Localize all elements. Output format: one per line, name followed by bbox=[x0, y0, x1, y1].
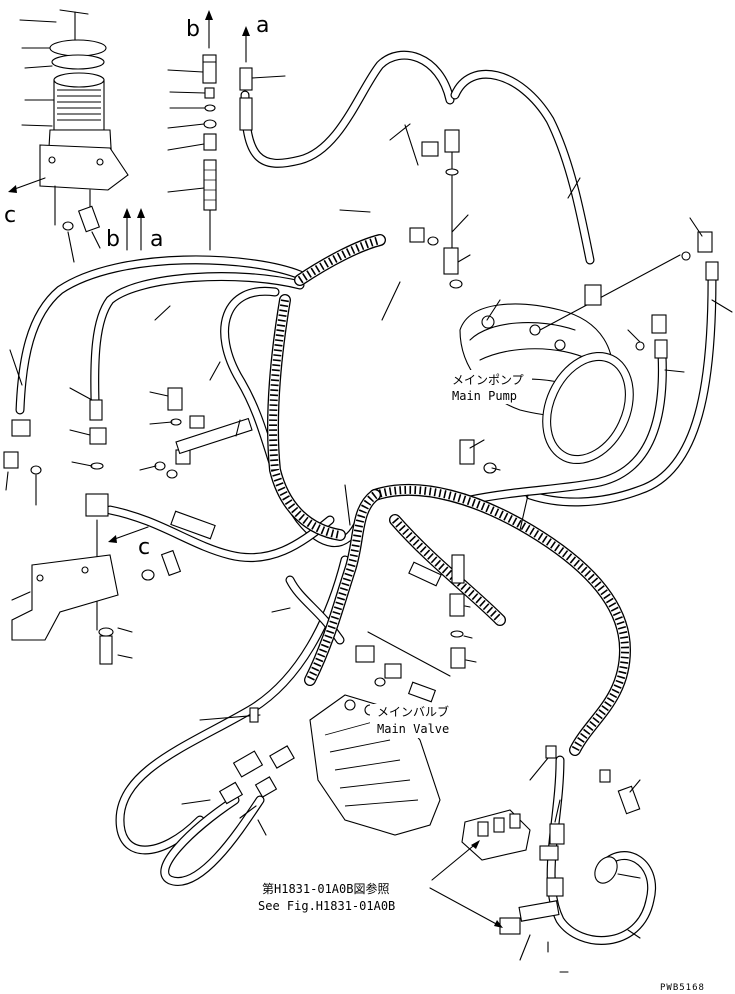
callout-c-middle: c bbox=[138, 535, 150, 560]
callout-b-top: b bbox=[186, 17, 200, 42]
see-fig-label-en: See Fig.H1831-01A0B bbox=[258, 899, 395, 913]
callout-a-filter: a bbox=[150, 227, 163, 252]
left-fittings bbox=[3, 349, 182, 665]
drawing-code: PWB5168 bbox=[660, 983, 705, 993]
see-fig-label-jp: 第H1831-01A0B図参照 bbox=[262, 881, 389, 896]
main-valve-label-jp: メインバルブ bbox=[377, 704, 449, 719]
callout-letters: b a c b a c bbox=[4, 13, 269, 560]
pump-fittings bbox=[339, 123, 733, 474]
main-valve-label-en: Main Valve bbox=[377, 722, 449, 736]
direction-arrows-filter bbox=[8, 10, 250, 543]
main-pump-label-en: Main Pump bbox=[452, 389, 517, 403]
main-pump-label-jp: メインポンプ bbox=[452, 373, 524, 387]
spiral-guard-bundles bbox=[267, 234, 631, 756]
line-filter-assembly bbox=[19, 9, 129, 263]
callout-b-filter: b bbox=[106, 227, 120, 252]
callout-a-top: a bbox=[256, 13, 269, 38]
middle-fittings bbox=[139, 305, 529, 703]
fitting-stack-b bbox=[167, 54, 286, 251]
pilot-block-area bbox=[429, 745, 641, 973]
component-labels: メインポンプ Main Pump メインバルブ Main Valve 第H183… bbox=[258, 370, 705, 993]
callout-c-left: c bbox=[4, 203, 16, 228]
